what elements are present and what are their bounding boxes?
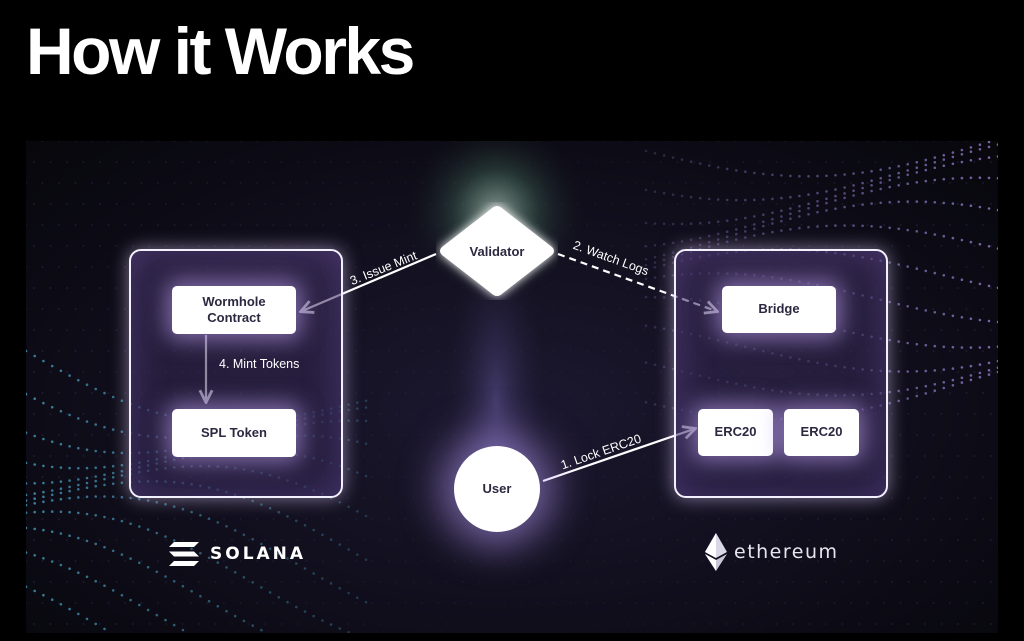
validator-node: Validator: [436, 202, 558, 300]
validator-diamond-shape: [440, 206, 554, 296]
bridge-label: Bridge: [758, 301, 800, 317]
erc20-node-1: ERC20: [698, 409, 773, 456]
ethereum-logo: ethereum: [704, 533, 839, 571]
page-title: How it Works: [26, 14, 415, 88]
solana-logo: SOLANA: [168, 541, 306, 567]
user-node: User: [454, 446, 540, 532]
erc20-label-1: ERC20: [714, 424, 757, 440]
wormhole-diagram: Wormhole Contract SPL Token Bridge ERC20…: [26, 141, 998, 633]
spl-token-node: SPL Token: [172, 409, 296, 457]
bridge-node: Bridge: [722, 286, 836, 333]
solana-logo-text: SOLANA: [210, 544, 307, 564]
wormhole-contract-label: Wormhole Contract: [202, 293, 266, 325]
solana-logo-icon: [169, 542, 199, 566]
erc20-label-2: ERC20: [800, 424, 843, 440]
spl-token-label: SPL Token: [201, 424, 267, 440]
erc20-node-2: ERC20: [784, 409, 859, 456]
arrow-watch-logs: [557, 252, 716, 311]
ethereum-logo-icon: [705, 533, 727, 571]
arrow-lock-erc20: [542, 429, 694, 483]
user-label: User: [482, 480, 512, 496]
wormhole-contract-node: Wormhole Contract: [172, 286, 296, 334]
step-4-label: 4. Mint Tokens: [219, 357, 300, 371]
ethereum-logo-text: ethereum: [734, 541, 839, 563]
validator-label: Validator: [469, 243, 525, 259]
